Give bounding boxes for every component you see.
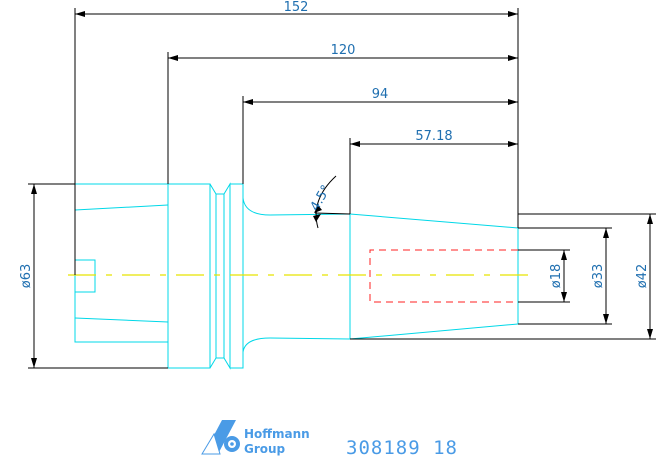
- dimension-57-18: 57.18: [349, 129, 518, 214]
- logo-text-line2: Group: [244, 442, 286, 456]
- part-outline: [74, 182, 519, 370]
- part-number: 308189 18: [346, 437, 458, 459]
- dimension-dia-42: ø42: [350, 213, 656, 340]
- dim-text-120: 120: [331, 43, 356, 58]
- logo-text-line1: Hoffmann: [244, 427, 310, 441]
- dim-text-dia-42: ø42: [635, 264, 650, 289]
- dimension-dia-33: ø33: [518, 227, 612, 325]
- dimension-94: 94: [242, 87, 518, 184]
- dimension-angle: 4.5°: [308, 175, 351, 229]
- dimension-152: 152: [74, 0, 519, 275]
- dim-text-dia-18: ø18: [549, 264, 564, 289]
- hidden-bore: [369, 249, 518, 303]
- dim-text-dia-33: ø33: [591, 264, 606, 289]
- dim-text-57-18: 57.18: [415, 129, 452, 144]
- dim-text-94: 94: [372, 87, 389, 102]
- hoffmann-group-logo-icon: [201, 420, 240, 455]
- dimension-dia-18: ø18: [518, 249, 570, 303]
- hoffmann-group-logo: Hoffmann Group: [201, 420, 310, 456]
- dim-text-152: 152: [284, 0, 309, 15]
- dimension-dia-63: ø63: [19, 183, 168, 369]
- dim-text-angle: 4.5°: [308, 183, 335, 214]
- dim-text-dia-63: ø63: [19, 264, 34, 289]
- dimension-120: 120: [167, 43, 518, 184]
